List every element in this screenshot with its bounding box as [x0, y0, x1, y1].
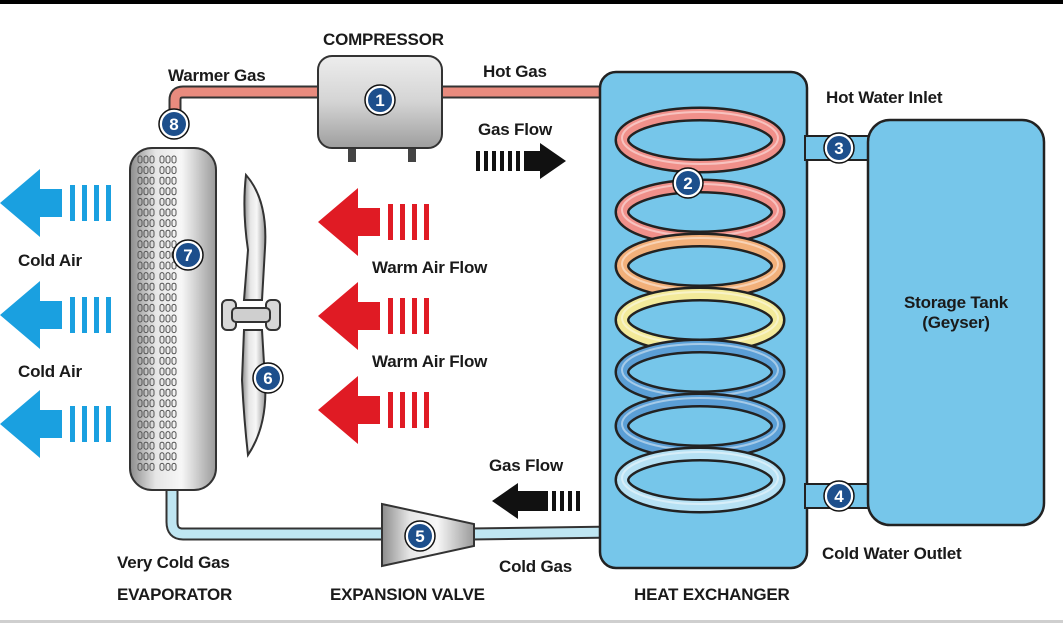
svg-text:1: 1 — [375, 91, 384, 110]
expansion-valve-label: EXPANSION VALVE — [330, 585, 485, 604]
step-marker-6: 6 — [252, 362, 284, 394]
warm-air-flow-label-1: Warm Air Flow — [372, 258, 488, 277]
heat-exchanger-label: HEAT EXCHANGER — [634, 585, 790, 604]
svg-text:7: 7 — [183, 246, 192, 265]
cold-air-label-2: Cold Air — [18, 362, 82, 381]
gas-flow-left-arrow — [492, 483, 580, 519]
gas-flow-top-label: Gas Flow — [478, 120, 552, 139]
svg-text:5: 5 — [415, 527, 424, 546]
fan — [221, 172, 281, 458]
storage-tank — [866, 118, 1046, 527]
cold-air-arrow-2 — [0, 281, 111, 349]
warm-air-arrow-1 — [318, 188, 429, 256]
step-marker-4: 4 — [823, 480, 855, 512]
gas-flow-bottom-label: Gas Flow — [489, 456, 563, 475]
step-marker-1: 1 — [364, 84, 396, 116]
step-marker-2: 2 — [672, 167, 704, 199]
svg-text:4: 4 — [834, 487, 844, 506]
step-markers: 1 2 3 4 5 6 7 8 — [158, 84, 855, 552]
step-marker-8: 8 — [158, 108, 190, 140]
very-cold-gas-label: Very Cold Gas — [117, 553, 230, 572]
svg-text:8: 8 — [169, 115, 178, 134]
bottom-border — [0, 620, 1063, 623]
svg-text:6: 6 — [263, 369, 272, 388]
airflow-arrows — [0, 143, 580, 519]
step-marker-7: 7 — [172, 239, 204, 271]
cold-air-label-1: Cold Air — [18, 251, 82, 270]
cold-gas-label: Cold Gas — [499, 557, 573, 576]
step-marker-5: 5 — [404, 520, 436, 552]
warm-air-arrow-2 — [318, 282, 429, 350]
evaporator-unit — [129, 147, 217, 491]
storage-tank-subtitle: (Geyser) — [922, 313, 990, 332]
cold-air-arrow-3 — [0, 390, 111, 458]
warm-air-flow-label-2: Warm Air Flow — [372, 352, 488, 371]
warm-air-arrow-3 — [318, 376, 429, 444]
svg-text:3: 3 — [834, 139, 843, 158]
hot-gas-label: Hot Gas — [483, 62, 547, 81]
gas-flow-right-arrow — [476, 143, 566, 179]
cold-water-outlet-label: Cold Water Outlet — [822, 544, 962, 563]
svg-text:2: 2 — [683, 174, 692, 193]
step-marker-3: 3 — [823, 132, 855, 164]
warmer-gas-label: Warmer Gas — [168, 66, 266, 85]
evaporator-label: EVAPORATOR — [117, 585, 233, 604]
cold-air-arrow-1 — [0, 169, 111, 237]
storage-tank-label: Storage Tank (Geyser) — [872, 293, 1040, 333]
storage-tank-title: Storage Tank — [903, 293, 1009, 312]
top-border — [0, 0, 1063, 4]
hot-water-inlet-label: Hot Water Inlet — [826, 88, 943, 107]
compressor-label: COMPRESSOR — [323, 30, 444, 49]
evaporator-fins — [137, 155, 177, 471]
